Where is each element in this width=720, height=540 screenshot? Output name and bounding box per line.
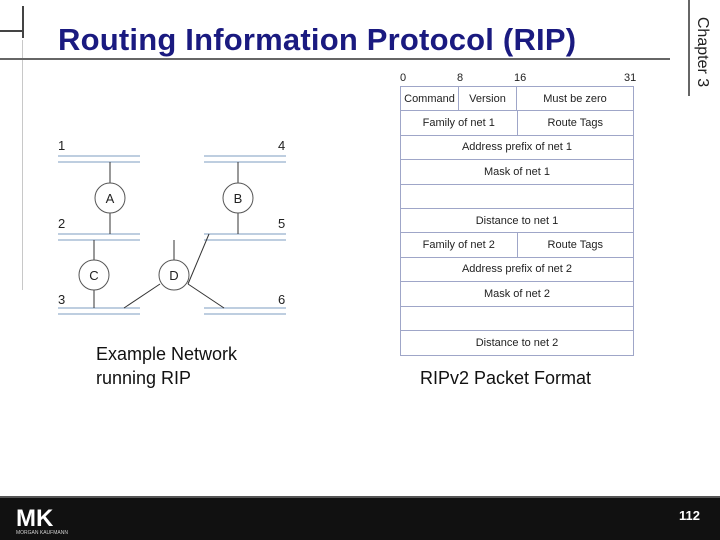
packet-row-net2-distance: Distance to net 2 <box>401 331 633 355</box>
bit-position-16: 16 <box>514 72 527 84</box>
field-distance-net1: Distance to net 1 <box>475 214 559 227</box>
field-family-net2: Family of net 2 <box>401 233 518 257</box>
field-route-tags-net1: Route Tags <box>547 117 603 130</box>
network-segments <box>58 155 286 315</box>
title-underline <box>0 58 670 60</box>
network-6-label: 6 <box>278 292 285 307</box>
field-mask-net1: Mask of net 1 <box>483 165 551 178</box>
field-version: Version <box>459 87 517 111</box>
router-d <box>158 259 190 291</box>
router-a-label: A <box>106 191 115 206</box>
example-network-diagram: A B C D 1 2 3 4 5 6 <box>58 138 286 315</box>
field-address-prefix-net1: Address prefix of net 1 <box>461 141 573 154</box>
field-mask-net2: Mask of net 2 <box>483 287 551 300</box>
network-1-label: 1 <box>58 138 65 153</box>
field-command: Command <box>401 87 459 111</box>
field-blank-net2 <box>401 307 633 330</box>
field-address-prefix-net2: Address prefix of net 2 <box>461 263 573 276</box>
network-2-label: 2 <box>58 216 65 231</box>
packet-row-net1-family: Family of net 1 Route Tags <box>401 111 633 136</box>
network-5-label: 5 <box>278 216 285 231</box>
svg-text:MK: MK <box>16 505 54 532</box>
corner-ornament-horizontal <box>0 30 22 32</box>
packet-row-net1-prefix: Address prefix of net 1 <box>401 136 633 161</box>
packet-row-net1-distance: Distance to net 1 <box>401 209 633 234</box>
network-caption-line-2: running RIP <box>96 368 192 388</box>
chapter-label: Chapter 3 <box>694 16 711 88</box>
packet-row-net2-blank <box>401 307 633 331</box>
svg-text:MORGAN KAUFMANN: MORGAN KAUFMANN <box>16 530 68 536</box>
packet-row-net2-mask: Mask of net 2 <box>401 282 633 307</box>
packet-row-net1-mask: Mask of net 1 <box>401 160 633 185</box>
slide-title: Routing Information Protocol (RIP) <box>58 22 577 57</box>
field-family-net1: Family of net 1 <box>401 111 518 135</box>
morgan-kaufmann-logo: MK MORGAN KAUFMANN <box>16 505 68 536</box>
chapter-divider <box>688 0 690 96</box>
packet-row-net1-blank <box>401 185 633 209</box>
network-3-label: 3 <box>58 292 65 307</box>
footer-rule <box>0 496 720 498</box>
bit-position-8: 8 <box>457 72 464 84</box>
bit-position-31: 31 <box>624 72 637 84</box>
router-d-label: D <box>169 268 178 283</box>
field-blank-net1 <box>401 185 633 208</box>
packet-row-header: Command Version Must be zero <box>401 87 633 112</box>
router-b-label: B <box>234 191 243 206</box>
footer-bar <box>0 498 720 540</box>
network-caption-line-1: Example Network <box>96 344 238 364</box>
packet-row-net2-family: Family of net 2 Route Tags <box>401 233 633 258</box>
router-links <box>93 162 239 309</box>
router-a <box>94 182 126 214</box>
network-caption: Example Network running RIP <box>96 342 237 390</box>
field-must-be-zero: Must be zero <box>543 92 607 105</box>
field-distance-net2: Distance to net 2 <box>475 337 559 349</box>
bit-position-0: 0 <box>400 72 407 84</box>
router-c-label: C <box>89 268 98 283</box>
packet-format-caption: RIPv2 Packet Format <box>420 368 592 388</box>
network-4-label: 4 <box>278 138 285 153</box>
rip-packet-format-table: Command Version Must be zero Family of n… <box>400 86 634 356</box>
field-route-tags-net2: Route Tags <box>547 239 603 252</box>
router-c <box>78 259 110 291</box>
left-margin-rule <box>22 40 23 290</box>
corner-ornament-vertical <box>22 6 24 38</box>
router-b <box>222 182 254 214</box>
packet-row-net2-prefix: Address prefix of net 2 <box>401 258 633 283</box>
page-number: 112 <box>679 508 700 523</box>
